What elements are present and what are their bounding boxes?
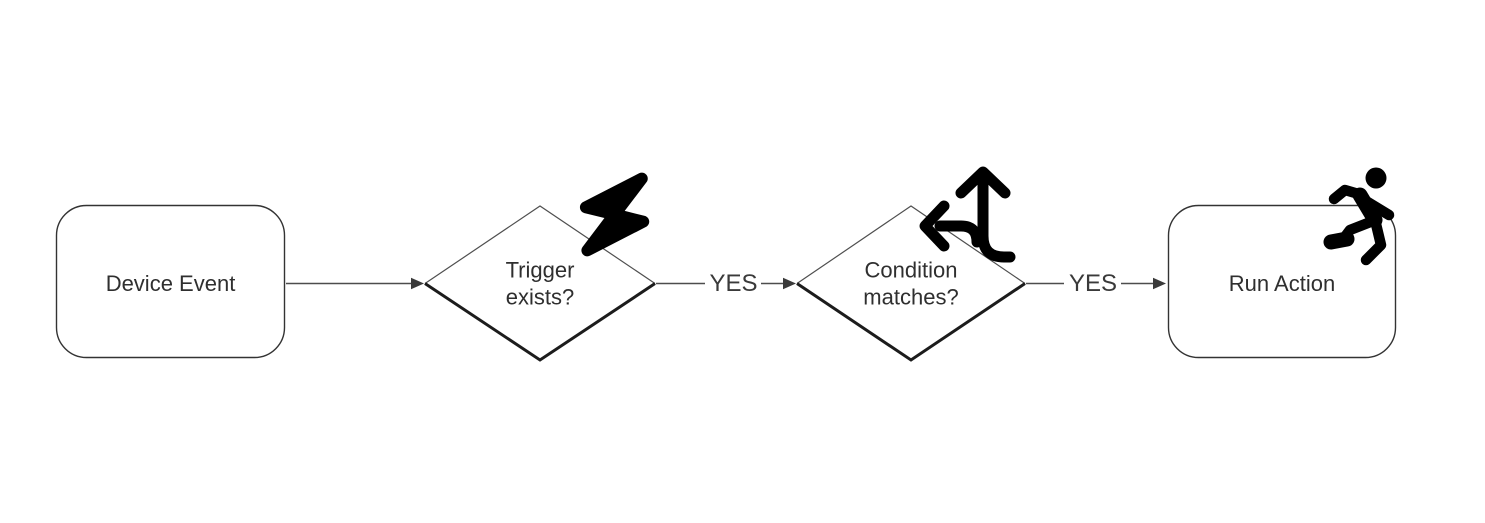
edge1-arrowhead	[411, 277, 424, 290]
condition-matches-label-line2: matches?	[863, 285, 958, 310]
node-device-event: Device Event	[55, 204, 286, 359]
edge2-arrowhead	[783, 277, 796, 290]
node-condition-matches: Condition matches?	[796, 205, 1026, 362]
edge-trigger-to-condition: YES	[656, 270, 796, 297]
person-running-shoe	[1323, 231, 1355, 250]
edge3-arrowhead	[1153, 277, 1166, 290]
edge-condition-to-action: YES	[1026, 270, 1166, 297]
trigger-exists-top-edges	[424, 205, 656, 284]
condition-matches-bottom-edges	[796, 282, 1026, 362]
person-running-back-leg	[1360, 218, 1387, 266]
person-running-front-arm	[1328, 184, 1368, 205]
condition-matches-label-line1: Condition	[865, 258, 958, 283]
device-event-label: Device Event	[106, 271, 236, 296]
person-running-head	[1365, 167, 1387, 189]
trigger-exists-label-line2: exists?	[506, 285, 574, 310]
lightning-bolt-path	[579, 172, 650, 257]
edge2-yes-label: YES	[709, 270, 757, 297]
condition-matches-shape	[797, 206, 1025, 360]
person-running-icon	[1323, 167, 1395, 266]
node-trigger-exists: Trigger exists?	[424, 205, 656, 362]
split-arrows-up-arrowhead	[955, 166, 1011, 199]
edge-device-event-to-trigger	[286, 277, 424, 290]
split-arrows-stem	[977, 170, 1016, 263]
split-arrows-icon	[919, 166, 1016, 263]
person-running-back-arm	[1360, 195, 1395, 221]
device-event-shape	[55, 204, 286, 359]
run-action-label: Run Action	[1229, 271, 1335, 296]
split-arrows-left-branch	[934, 220, 983, 248]
lightning-bolt-icon	[579, 172, 650, 257]
split-arrows-left-arrowhead	[919, 200, 950, 252]
trigger-exists-label-line1: Trigger	[506, 258, 575, 283]
edge3-yes-label: YES	[1069, 270, 1117, 297]
trigger-exists-bottom-edges	[424, 282, 656, 362]
